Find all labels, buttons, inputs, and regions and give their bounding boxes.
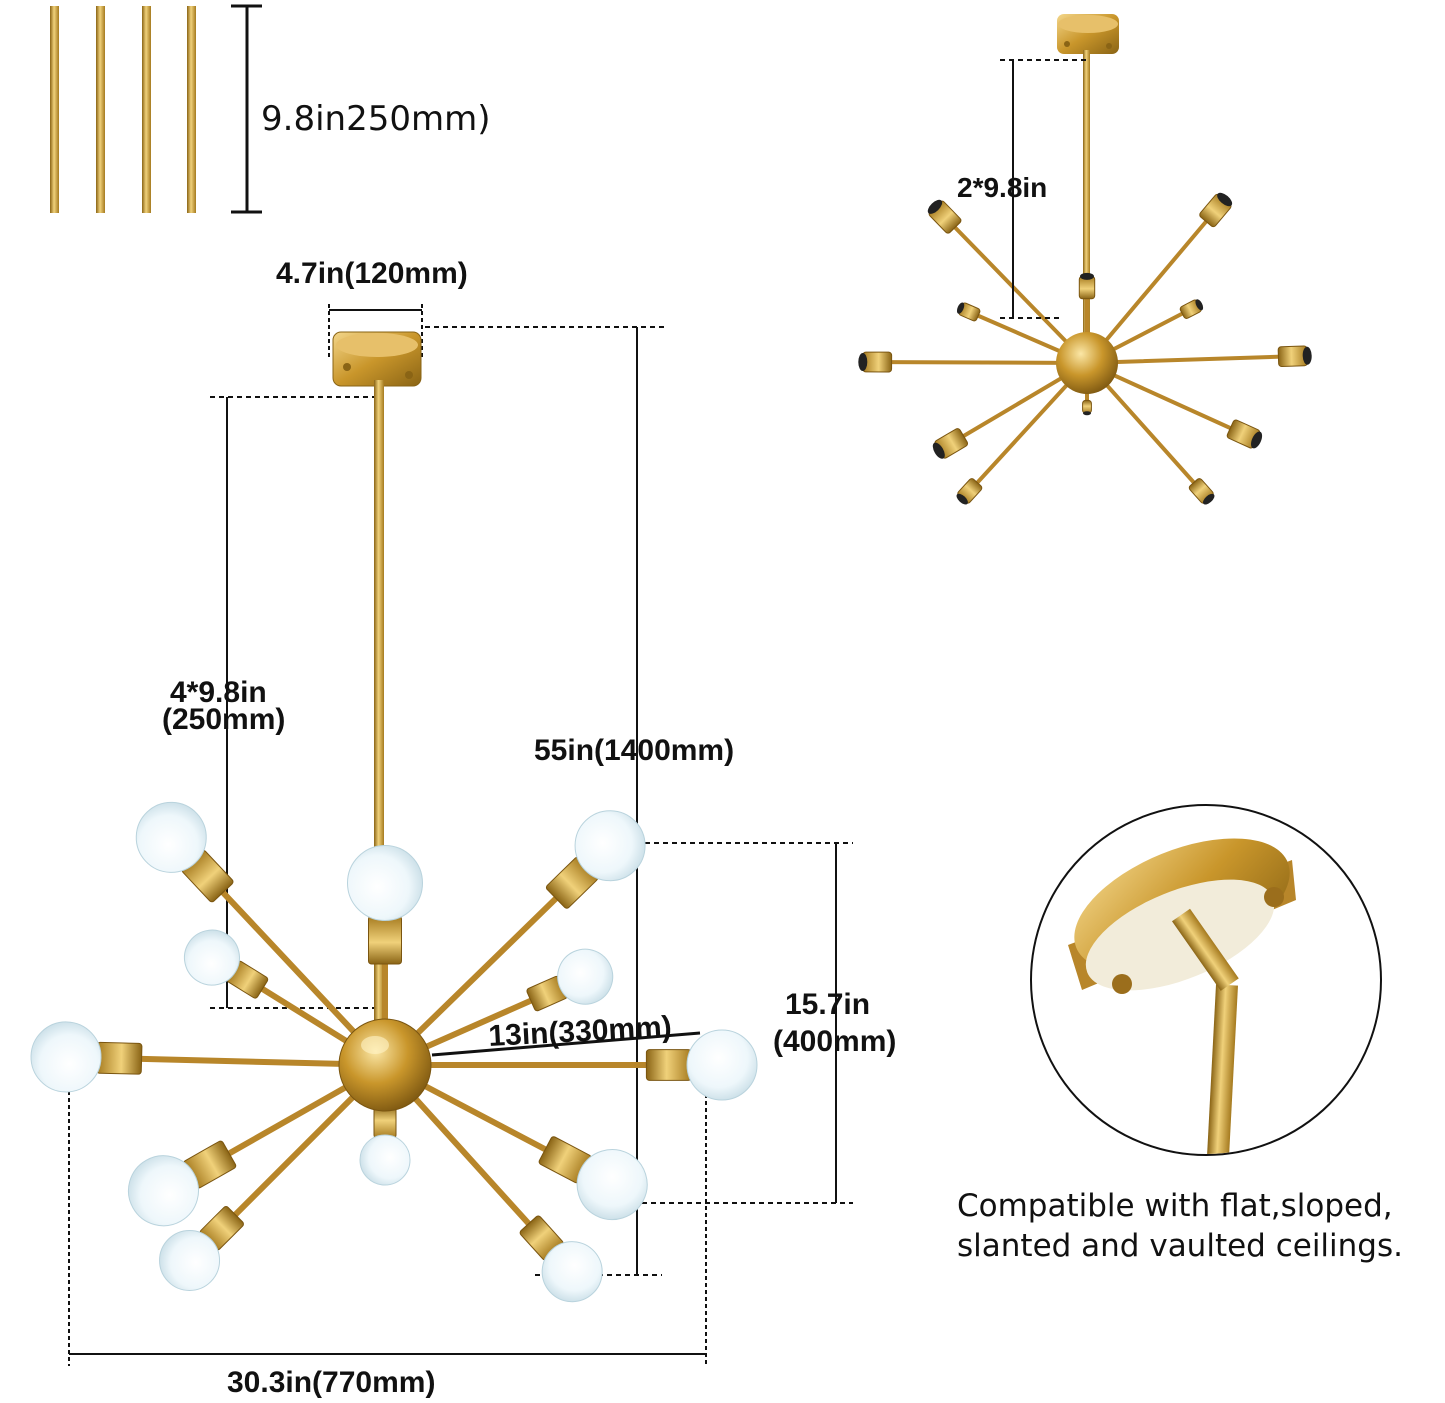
socket [135, 801, 234, 903]
socket [1179, 299, 1204, 319]
socket [1188, 478, 1215, 505]
socket [159, 1206, 244, 1291]
bulb-icon [541, 1241, 603, 1303]
chandelier-arm [183, 929, 388, 1068]
overall-height-label: 55in(1400mm) [534, 734, 734, 767]
socket [183, 929, 269, 999]
socket [127, 1140, 237, 1227]
short-config-rods-label: 2*9.8in [957, 172, 1047, 203]
socket [1226, 419, 1263, 449]
socket [1277, 345, 1312, 368]
socket [858, 351, 893, 373]
rods-total-label-line2: (250mm) [162, 703, 285, 736]
socket [1199, 192, 1233, 228]
rod-length-dimension-line [231, 4, 262, 214]
chandelier-arm [927, 199, 1089, 365]
bulb-icon [135, 801, 207, 873]
socket [645, 1029, 758, 1101]
socket [927, 199, 962, 234]
socket [1078, 272, 1096, 300]
bulb-icon [359, 1134, 411, 1186]
short-configuration-chandelier: 2*9.8in [858, 14, 1312, 505]
dimension-lines [68, 304, 853, 1366]
bulb-icon [576, 1149, 648, 1221]
small-down-rod [1083, 50, 1090, 350]
small-dimension-lines [1000, 59, 1086, 319]
bulb-icon [127, 1155, 199, 1227]
bulb-icon [30, 1021, 102, 1093]
extension-rods: 9.8in250mm) [50, 4, 490, 214]
canopy-width-label: 4.7in(120mm) [276, 257, 468, 290]
socket [545, 810, 646, 909]
socket [1082, 399, 1092, 416]
bulb-icon [574, 810, 646, 882]
rod-length-label: 9.8in250mm) [261, 99, 490, 139]
socket [519, 1215, 603, 1303]
fixture-height-label-line2: (400mm) [773, 1025, 896, 1058]
bulb-icon [347, 845, 423, 921]
socket [932, 428, 969, 459]
socket [30, 1021, 143, 1093]
small-chandelier-arms [858, 192, 1312, 505]
extension-rod-icon [142, 6, 151, 213]
fixture-height-label-line1: 15.7in [785, 988, 870, 1021]
extension-rod-icon [96, 6, 105, 213]
down-rod [374, 380, 384, 1040]
small-center-sphere [1056, 332, 1118, 394]
canopy [332, 331, 422, 387]
bulb-icon [159, 1229, 221, 1291]
bulb-icon [557, 948, 614, 1005]
socket [956, 478, 983, 505]
main-chandelier [30, 331, 758, 1303]
extension-rod-icon [187, 6, 196, 213]
socket [538, 1136, 648, 1221]
ceiling-compatibility-caption: Compatible with flat,sloped, slanted and… [957, 1186, 1445, 1266]
socket [359, 1105, 411, 1186]
bulb-icon [183, 929, 240, 986]
caption-line-1: Compatible with flat,sloped, [957, 1188, 1393, 1224]
center-sphere [338, 1018, 432, 1112]
chandelier-arm [382, 1062, 648, 1221]
small-canopy [1057, 14, 1119, 54]
arm-length-label: 13in(330mm) [488, 1010, 673, 1053]
socket [956, 302, 981, 322]
chandelier-arm [1078, 272, 1096, 365]
rods-total-label-line1: 4*9.8in [170, 676, 267, 709]
chandelier-arm [1085, 345, 1312, 368]
chandelier-arm [127, 1062, 388, 1227]
chandelier-arm [135, 801, 388, 1068]
fixture-width-label: 30.3in(770mm) [227, 1366, 435, 1399]
caption-line-2: slanted and vaulted ceilings. [957, 1228, 1403, 1264]
chandelier-arm [858, 351, 1089, 373]
canopy-detail-icon [1030, 804, 1382, 1156]
chandelier-arm [1085, 192, 1233, 365]
chandelier-arm [382, 1029, 758, 1101]
socket [526, 948, 614, 1012]
bulb-icon [686, 1029, 758, 1101]
socket [347, 845, 423, 965]
extension-rod-icon [50, 6, 59, 213]
